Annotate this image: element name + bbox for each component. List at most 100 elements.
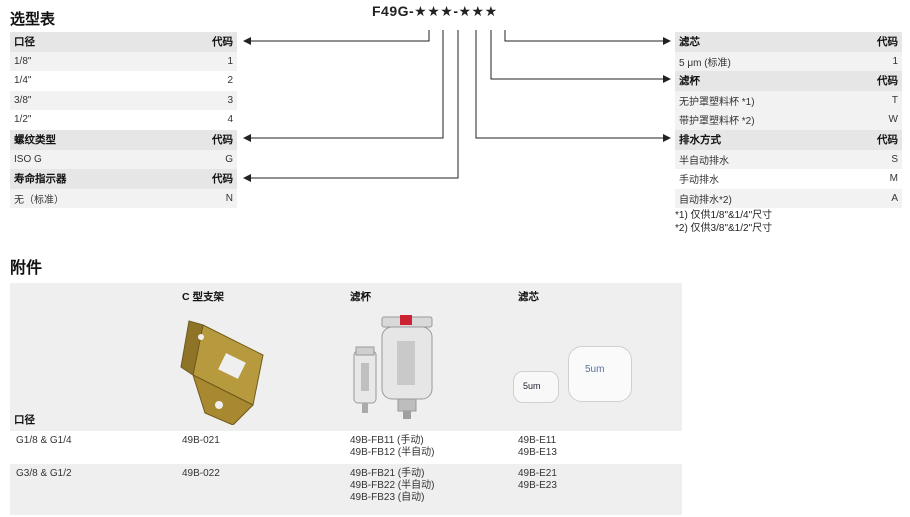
table-row: 1/8" 1 [10,51,237,71]
connector-indicator [243,30,459,182]
footnote-2: *2) 仅供3/8"&1/2"尺寸 [675,223,773,234]
selection-title: 选型表 [10,11,56,28]
table-row: 3/8" 3 [10,90,237,110]
row-code: M [889,173,898,185]
drain-table-header: 排水方式 代码 [675,130,902,150]
element-part: 49B-E13 [518,447,557,458]
row-label: 带护罩塑料杯 *2) [679,116,755,128]
indicator-table-header: 寿命指示器 代码 [10,169,237,189]
indicator-table: 寿命指示器 代码 无（标准） N [10,169,237,208]
row-bowl: 49B-FB11 (手动) 49B-FB12 (半自动) [350,435,434,459]
bowl-header: 滤杯 [350,291,371,303]
table-row: 带护罩塑料杯 *2) W [675,110,902,130]
port-table-header: 口径 代码 [10,32,237,52]
bowl-part: 49B-FB23 (自动) [350,492,425,503]
thread-table: 螺纹类型 代码 ISO G G [10,130,237,169]
table-row: 1/2" 4 [10,110,237,130]
row-port: G3/8 & G1/2 [16,468,72,479]
c-bracket-image [180,320,264,425]
footnotes: *1) 仅供1/8"&1/4"尺寸 *2) 仅供3/8"&1/2"尺寸 [675,209,772,235]
accessories-table: C 型支架 滤杯 滤芯 口径 5um 5um G1/8 & G1/4 49B-0… [10,283,682,515]
row-port: G1/8 & G1/4 [16,435,72,446]
row-code: A [891,192,898,204]
element-part: 49B-E11 [518,435,557,446]
row-element: 49B-E21 49B-E23 [518,468,557,492]
row-code: 2 [227,75,233,87]
bowl-part: 49B-FB11 (手动) [350,435,424,446]
connector-lines [243,30,671,182]
connector-thread [243,30,444,142]
table-row: G1/8 & G1/4 49B-021 49B-FB11 (手动) 49B-FB… [10,431,682,464]
indicator-header-code: 代码 [212,173,233,186]
accessories-title: 附件 [10,260,43,277]
port-header: 口径 [14,414,35,426]
row-code: S [891,153,898,165]
row-bracket: 49B-022 [182,468,220,479]
bowl-part: 49B-FB21 (手动) [350,468,425,479]
bowl-table-header: 滤杯 代码 [675,71,902,91]
row-bowl: 49B-FB21 (手动) 49B-FB22 (半自动) 49B-FB23 (自… [350,468,434,504]
row-element: 49B-E11 49B-E13 [518,435,557,459]
filter-element-small: 5um [513,371,559,403]
port-table: 口径 代码 1/8" 1 1/4" 2 3/8" 3 1/2" 4 [10,32,237,130]
table-row: 手动排水 M [675,169,902,189]
table-row: 无（标准） N [10,188,237,208]
filter-table-header: 滤芯 代码 [675,32,902,52]
row-code: 1 [227,55,233,67]
element-part: 49B-E21 [518,468,557,479]
row-label: 手动排水 [679,175,719,187]
row-code: W [888,114,898,126]
element-large-label: 5um [585,364,605,375]
filter-table: 滤芯 代码 5 μm (标准) 1 [675,32,902,71]
row-label: 无护罩塑料杯 *1) [679,96,755,108]
model-code: F49G-★★★-★★★ [372,3,498,19]
indicator-header-label: 寿命指示器 [14,173,67,186]
connector-drain [475,30,671,142]
row-code: 3 [227,94,233,106]
bracket-header: C 型支架 [182,291,224,303]
filter-header-label: 滤芯 [679,36,700,49]
row-label: 1/4" [14,75,32,87]
row-label: 半自动排水 [679,155,729,167]
table-row: ISO G G [10,149,237,169]
row-label: 1/8" [14,55,32,67]
row-label: 5 μm (标准) [679,57,731,69]
row-code: 1 [892,55,898,67]
row-code: T [891,94,898,106]
bowl-table: 滤杯 代码 无护罩塑料杯 *1) T 带护罩塑料杯 *2) W [675,71,902,130]
connector-filter [504,30,671,45]
element-small-label: 5um [523,381,541,391]
bowl-header-code: 代码 [877,75,898,88]
row-code: N [225,192,233,204]
connector-bowl [490,30,671,83]
element-part: 49B-E23 [518,480,557,491]
drain-table: 排水方式 代码 半自动排水 S 手动排水 M 自动排水*2) A [675,130,902,208]
row-label: ISO G [14,153,42,165]
port-header-code: 代码 [212,36,233,49]
table-row: 无护罩塑料杯 *1) T [675,90,902,110]
thread-header-code: 代码 [212,134,233,147]
row-code: 4 [227,114,233,126]
table-row: 半自动排水 S [675,149,902,169]
filter-header-code: 代码 [877,36,898,49]
table-row: 5 μm (标准) 1 [675,51,902,71]
row-code: G [225,153,233,165]
filter-bowl-image [353,315,433,419]
bowl-header-label: 滤杯 [679,75,700,88]
element-header: 滤芯 [518,291,539,303]
row-bracket: 49B-021 [182,435,220,446]
table-row: 自动排水*2) A [675,188,902,208]
connector-port [243,30,430,45]
drain-header-label: 排水方式 [679,134,721,147]
drain-header-code: 代码 [877,134,898,147]
bowl-part: 49B-FB22 (半自动) [350,480,435,491]
row-label: 无（标准） [14,194,64,206]
bowl-part: 49B-FB12 (半自动) [350,447,435,458]
row-label: 3/8" [14,94,32,106]
row-label: 自动排水*2) [679,194,732,206]
footnote-1: *1) 仅供1/8"&1/4"尺寸 [675,210,773,221]
port-header-label: 口径 [14,36,35,49]
thread-table-header: 螺纹类型 代码 [10,130,237,150]
filter-element-large: 5um [568,346,632,402]
row-label: 1/2" [14,114,32,126]
